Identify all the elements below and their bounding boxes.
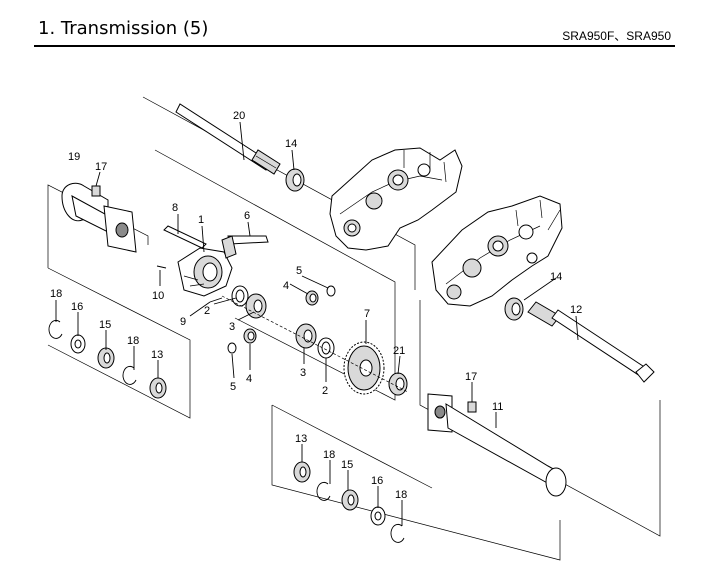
pin-10 bbox=[156, 265, 167, 269]
bearing-13-a bbox=[149, 377, 167, 399]
callout-19: 19 bbox=[68, 151, 80, 163]
washer-5-bottom bbox=[227, 342, 237, 354]
model-label: SRA950F、SRA950 bbox=[562, 29, 671, 43]
callout-15-b: 15 bbox=[341, 459, 353, 471]
callout-18-b: 18 bbox=[127, 335, 139, 347]
callout-20: 20 bbox=[233, 110, 245, 122]
callout-18-a: 18 bbox=[50, 288, 62, 300]
callout-4-bottom: 4 bbox=[246, 373, 252, 385]
group-frame-left-bottom bbox=[47, 267, 191, 419]
leader-lines bbox=[55, 121, 579, 526]
callout-13-a: 13 bbox=[151, 349, 163, 361]
gear-case-right bbox=[431, 195, 563, 307]
callout-5-top: 5 bbox=[296, 265, 302, 277]
callout-11: 11 bbox=[492, 401, 503, 413]
bolt-17-left bbox=[91, 185, 101, 197]
shift-arm-6 bbox=[221, 235, 269, 259]
snap-ring-18-d bbox=[390, 523, 405, 543]
callout-21: 21 bbox=[393, 345, 405, 357]
callout-16-b: 16 bbox=[371, 475, 383, 487]
seal-16-b bbox=[370, 506, 386, 526]
bearing-13-b bbox=[293, 461, 311, 483]
callout-17-left: 17 bbox=[95, 161, 107, 173]
bolt-8 bbox=[163, 225, 207, 249]
axle-shaft-20 bbox=[175, 103, 281, 175]
bearing-15-a bbox=[97, 347, 115, 369]
bearing-3-top bbox=[245, 293, 267, 319]
seal-16-a bbox=[70, 334, 86, 354]
bearing-14-right bbox=[504, 297, 524, 321]
callout-3-top: 3 bbox=[229, 321, 235, 333]
callout-2-bottom: 2 bbox=[322, 385, 328, 397]
gear-case-left bbox=[329, 147, 463, 251]
snap-ring-18-b bbox=[122, 365, 137, 385]
washer-5-top bbox=[326, 285, 336, 297]
callout-14-top: 14 bbox=[285, 138, 297, 150]
callout-4-top: 4 bbox=[283, 280, 289, 292]
group-frame-bottom bbox=[271, 405, 561, 561]
callout-9: 9 bbox=[180, 316, 186, 328]
callout-7: 7 bbox=[364, 308, 370, 320]
callout-8: 8 bbox=[172, 202, 178, 214]
callout-1: 1 bbox=[198, 214, 204, 226]
group-frame-center bbox=[154, 149, 396, 401]
callout-10: 10 bbox=[152, 290, 164, 302]
snap-ring-18-c bbox=[316, 481, 331, 501]
callout-labels: 20 14 19 17 8 1 6 10 5 4 9 2 3 7 18 16 1… bbox=[50, 110, 582, 501]
pin-9 bbox=[209, 297, 223, 303]
callout-18-d: 18 bbox=[395, 489, 407, 501]
bearing-14-top bbox=[285, 168, 305, 192]
callout-16-a: 16 bbox=[71, 301, 83, 313]
spacer-4-top bbox=[305, 290, 319, 306]
washer-2-bottom bbox=[317, 337, 335, 359]
spur-gear-7 bbox=[343, 341, 385, 395]
callout-2-top: 2 bbox=[204, 305, 210, 317]
axle-tube-11 bbox=[427, 393, 567, 497]
callout-13-b: 13 bbox=[295, 433, 307, 445]
callout-15-a: 15 bbox=[99, 319, 111, 331]
bolt-17-right bbox=[467, 401, 477, 413]
bearing-21 bbox=[388, 372, 408, 396]
callout-6: 6 bbox=[244, 210, 250, 222]
callout-3-bottom: 3 bbox=[300, 367, 306, 379]
header-rule bbox=[34, 45, 675, 47]
callout-12: 12 bbox=[570, 304, 582, 316]
page-title: 1. Transmission (5) bbox=[38, 18, 209, 39]
washer-2-top bbox=[231, 285, 249, 307]
callout-5-bottom: 5 bbox=[230, 381, 236, 393]
axle-tube-19 bbox=[61, 182, 137, 253]
snap-ring-18-a bbox=[48, 319, 63, 339]
bearing-15-b bbox=[341, 489, 359, 511]
callout-17-right: 17 bbox=[465, 371, 477, 383]
callout-18-c: 18 bbox=[323, 449, 335, 461]
shift-housing-1 bbox=[177, 247, 233, 297]
axle-shaft-12 bbox=[527, 301, 655, 383]
spacer-4-bottom bbox=[243, 328, 257, 344]
callout-14-right: 14 bbox=[550, 271, 562, 283]
